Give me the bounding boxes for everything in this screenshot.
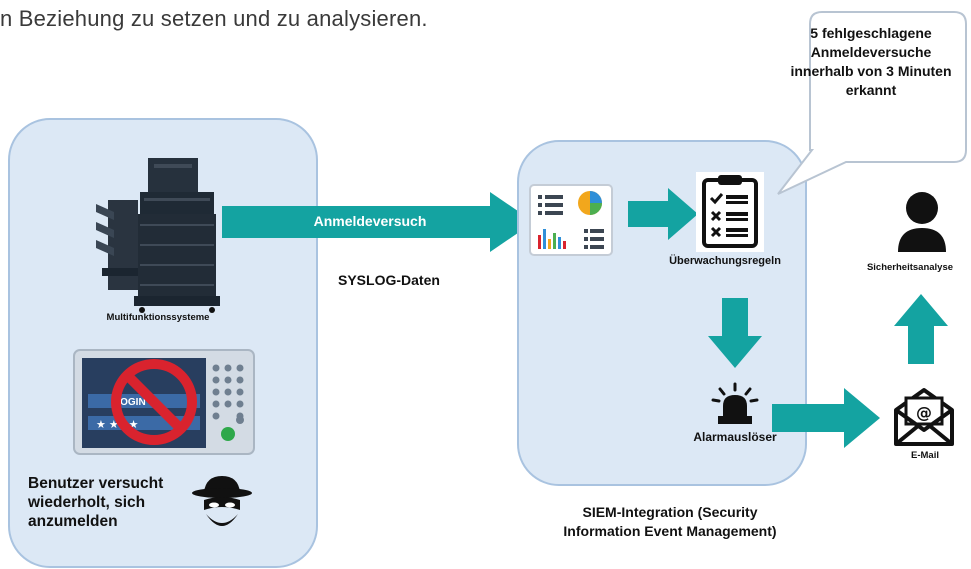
alarm-icon bbox=[711, 382, 759, 424]
hacker-icon bbox=[192, 476, 252, 526]
mfp-label: Multifunktionssysteme bbox=[106, 312, 210, 323]
user-attempt-label: Benutzer versucht wiederholt, sich anzum… bbox=[28, 475, 164, 530]
login-button-text: LOGIN bbox=[114, 397, 146, 408]
siem-label: SIEM-Integration (Security Information E… bbox=[563, 504, 777, 539]
email-icon: @ bbox=[894, 388, 954, 446]
alarm-label: Alarmauslöser bbox=[693, 430, 777, 444]
intro-text: n Beziehung zu setzen und zu analysieren… bbox=[0, 6, 428, 31]
syslog-label: SYSLOG-Daten bbox=[338, 272, 440, 288]
dashboard-icon bbox=[529, 184, 613, 256]
callout-bubble bbox=[777, 11, 967, 195]
svg-text:@: @ bbox=[916, 403, 932, 422]
callout-text: 5 fehlgeschlagene Anmeldeversuche innerh… bbox=[790, 25, 952, 98]
login-attempt-arrow bbox=[222, 192, 534, 252]
control-panel-icon: LOGIN ★ ★★★ bbox=[73, 349, 255, 455]
login-attempt-label: Anmeldeversuch bbox=[313, 213, 427, 229]
person-icon bbox=[898, 192, 946, 252]
rules-to-alarm-arrow bbox=[708, 298, 762, 368]
rules-label: Überwachungsregeln bbox=[669, 255, 781, 267]
clipboard-icon bbox=[696, 172, 764, 252]
dashboard-to-rules-arrow bbox=[628, 188, 698, 240]
printer-icon bbox=[96, 158, 220, 313]
analyst-label: Sicherheitsanalyse bbox=[866, 262, 954, 273]
email-label: E-Mail bbox=[911, 450, 939, 461]
email-to-analyst-arrow bbox=[894, 294, 948, 364]
alarm-to-email-arrow bbox=[772, 388, 880, 448]
